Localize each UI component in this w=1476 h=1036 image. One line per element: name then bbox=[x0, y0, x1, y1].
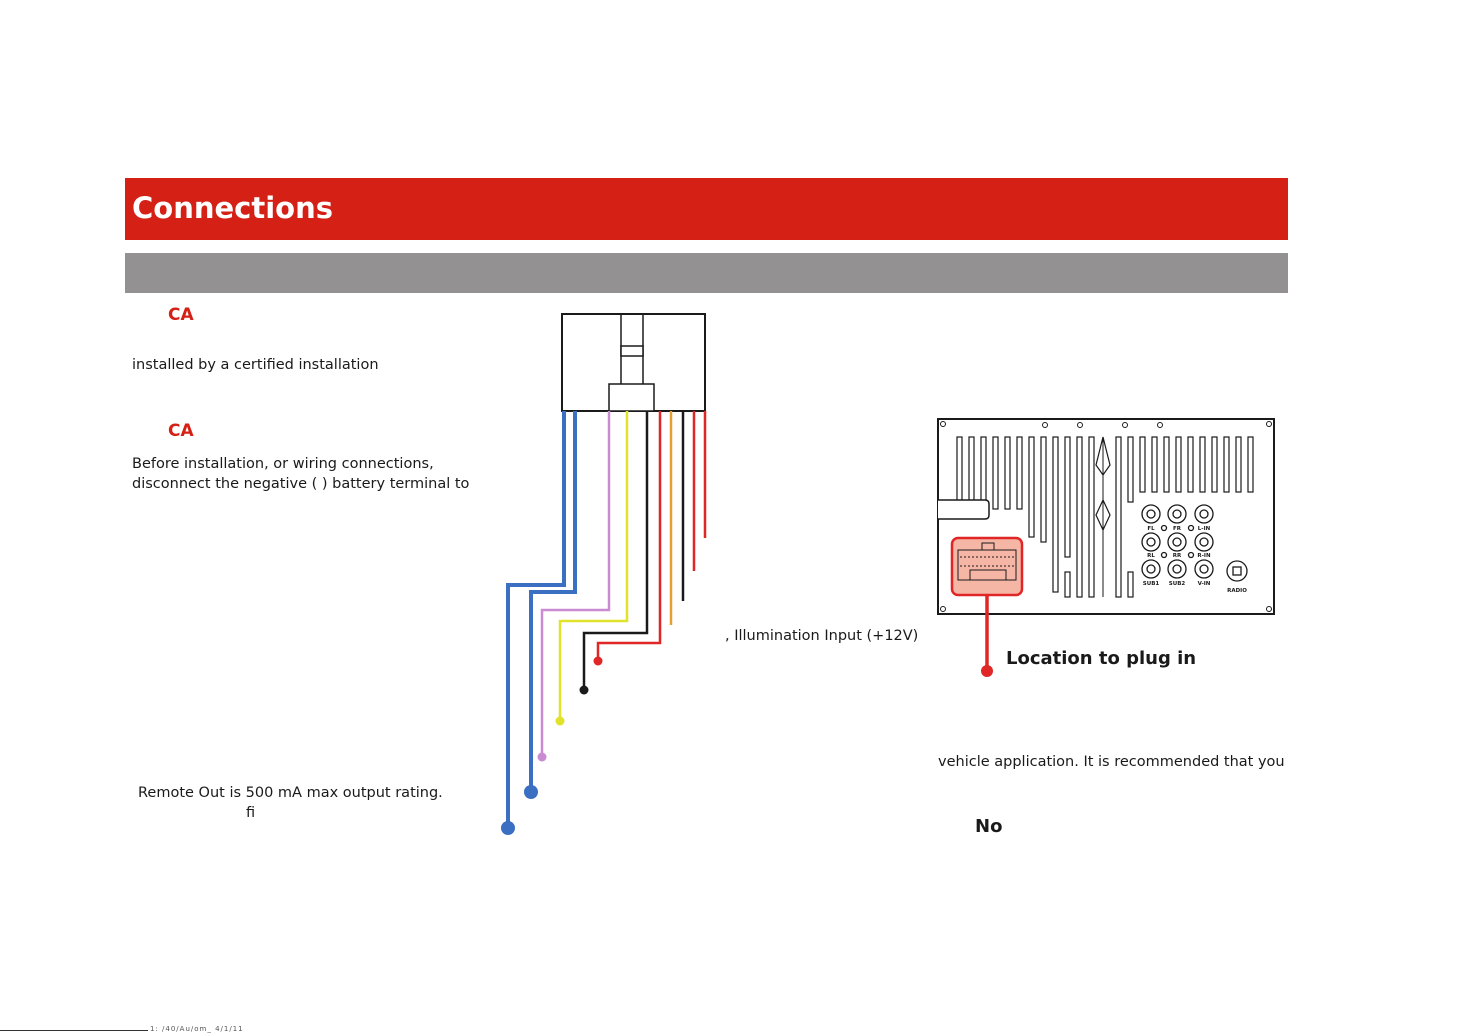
unit-back-panel: FL FR L-IN RL RR R-IN SUB1 SUB2 V-IN RAD… bbox=[937, 418, 1275, 677]
wire-yellow-end bbox=[555, 716, 565, 726]
wire-red bbox=[596, 411, 662, 661]
rca-label-fr: FR bbox=[1173, 526, 1182, 532]
rca-label-lin: L-IN bbox=[1198, 526, 1211, 532]
rca-label-fl: FL bbox=[1147, 526, 1155, 532]
location-to-plug-in-label: Location to plug in bbox=[1006, 648, 1197, 669]
wire-pink bbox=[540, 411, 611, 757]
harness-socket-highlight bbox=[950, 536, 1024, 597]
rca-label-sub2: SUB2 bbox=[1169, 581, 1186, 587]
rca-label-rin: R-IN bbox=[1197, 553, 1211, 559]
wire-blue-inner bbox=[529, 411, 577, 792]
radio-antenna-label: RADIO bbox=[1227, 588, 1247, 594]
section-header-bar bbox=[125, 178, 1288, 240]
caution-text-2-line-1: Before installation, or wiring connectio… bbox=[132, 456, 434, 472]
footer-text: 1: /40/Au/om_ 4/1/11 bbox=[150, 1025, 244, 1033]
wire-blue-outer bbox=[506, 411, 566, 828]
wire-blue-inner-end bbox=[524, 785, 538, 799]
wire-yellow bbox=[558, 411, 629, 721]
remote-out-note-fragment: fi bbox=[246, 805, 256, 821]
caution-heading-2: CA bbox=[168, 421, 194, 441]
remote-out-note: Remote Out is 500 mA max output rating. bbox=[138, 785, 443, 801]
wire-blue-outer-end bbox=[501, 821, 515, 835]
wire-black bbox=[582, 411, 649, 690]
note-heading: No bbox=[975, 816, 1003, 837]
wire-black-end bbox=[579, 685, 589, 695]
vehicle-application-text: vehicle application. It is recommended t… bbox=[938, 754, 1285, 770]
caution-text-1: installed by a certified installation bbox=[132, 357, 379, 373]
page-title: Connections bbox=[132, 191, 333, 225]
rca-label-sub1: SUB1 bbox=[1143, 581, 1160, 587]
rca-label-vin: V-IN bbox=[1198, 581, 1211, 587]
rca-label-rr: RR bbox=[1173, 553, 1182, 559]
caution-text-2-line-2: disconnect the negative ( ) battery term… bbox=[132, 476, 470, 492]
harness-connector bbox=[561, 313, 706, 412]
illumination-input-label: , Illumination Input (+12V) bbox=[725, 628, 919, 644]
rca-label-rl: RL bbox=[1147, 553, 1155, 559]
location-pointer-dot bbox=[981, 665, 993, 677]
footer-rule bbox=[0, 1030, 148, 1031]
rca-jacks bbox=[1141, 504, 1248, 582]
caution-heading-1: CA bbox=[168, 305, 194, 325]
wire-red-end bbox=[593, 656, 603, 666]
wire-pink-end bbox=[537, 752, 547, 762]
subheader-bar bbox=[125, 253, 1288, 293]
wiring-harness-diagram bbox=[501, 313, 707, 835]
